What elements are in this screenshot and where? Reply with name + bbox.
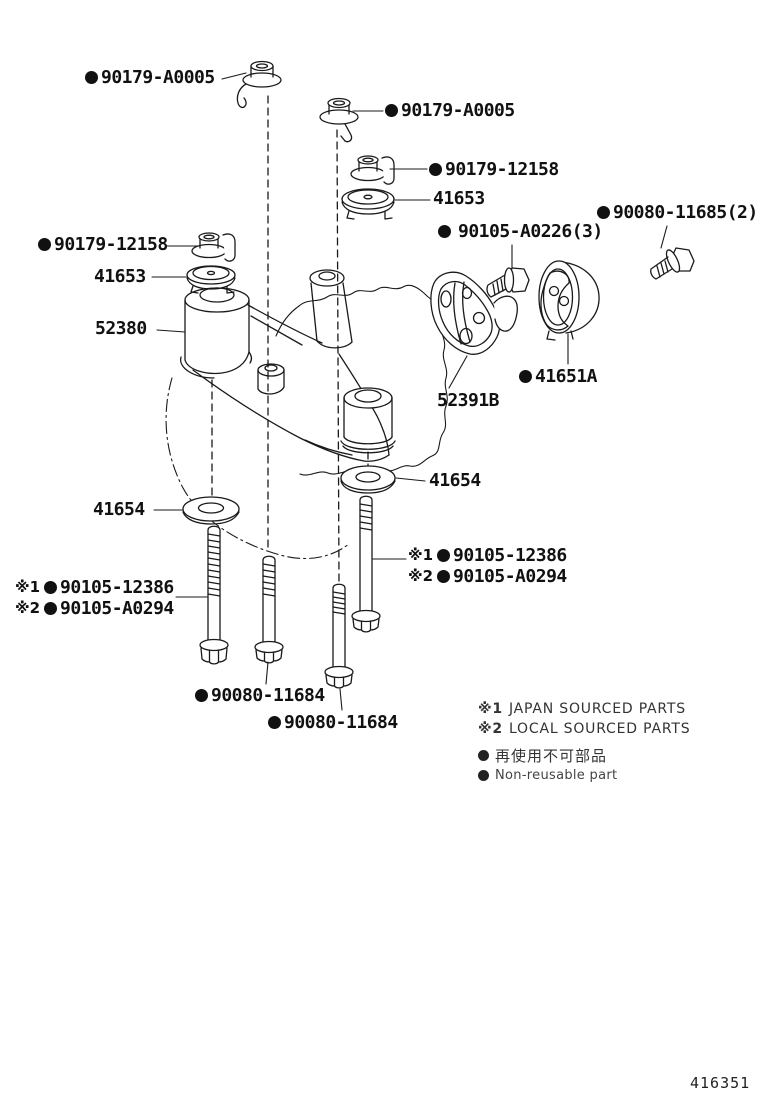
part-number: 90105-A0294 [60, 597, 174, 619]
figure-number: 416351 [690, 1074, 751, 1092]
legend-text: Non-reusable part [495, 767, 618, 783]
part-number: 90080-11685(2) [613, 201, 758, 223]
source-note-ref: ※2 [408, 567, 434, 585]
non-reusable-dot-icon [85, 70, 98, 84]
part-label-52380: 52380 [95, 317, 147, 339]
part-number: 90105-12386 [453, 544, 567, 566]
part-label-90080-11684-first: 90080-11684 [195, 684, 325, 706]
retainer-41653-right-drawing [341, 188, 395, 220]
part-number: 90105-12386 [60, 576, 174, 598]
non-reusable-dot-icon [195, 688, 208, 702]
part-label-90105-a0294-left: ※2 90105-A0294 [15, 597, 174, 619]
non-reusable-dot-icon [437, 548, 451, 562]
source-note-ref: ※1 [408, 546, 434, 564]
bolt-90105-a0226-drawing [486, 267, 530, 298]
part-label-90105-a0294-right: ※2 90105-A0294 [408, 565, 567, 587]
leader-lines [151, 72, 668, 711]
nut-90179-a0005-mid-drawing [319, 97, 359, 143]
part-number: 41654 [93, 498, 145, 520]
part-number: 41653 [433, 187, 485, 209]
legend-non-reusable-en: Non-reusable part [478, 765, 690, 785]
non-reusable-dot-icon [478, 769, 489, 781]
part-label-90105-12386-right: ※1 90105-12386 [408, 544, 567, 566]
nut-90179-a0005-top-drawing [236, 60, 282, 109]
part-number: 52391B [437, 389, 500, 411]
part-label-90179-a0005-mid: 90179-A0005 [385, 99, 515, 121]
part-label-90179-12158-left: 90179-12158 [38, 233, 168, 255]
part-label-90080-11685: 90080-11685(2) [597, 201, 758, 223]
dashed-alignment-lines [211, 95, 369, 583]
non-reusable-dot-icon [438, 224, 451, 238]
source-note-ref: ※2 [15, 599, 41, 617]
non-reusable-dot-icon [385, 103, 398, 117]
part-number: 41654 [429, 469, 481, 491]
legend-note-local-sourced: ※2 LOCAL SOURCED PARTS [478, 719, 690, 739]
part-number: 90179-12158 [54, 233, 168, 255]
ref-mark-2: ※2 [478, 721, 503, 737]
non-reusable-dot-icon [519, 369, 532, 383]
part-number: 90080-11684 [211, 684, 325, 706]
part-label-90105-a0226: 90105-A0226(3) [438, 220, 603, 242]
non-reusable-dot-icon [597, 205, 610, 219]
part-number: 90105-A0226(3) [458, 220, 603, 242]
part-label-52391b: 52391B [437, 389, 500, 411]
part-label-90179-12158-right: 90179-12158 [429, 158, 559, 180]
non-reusable-dot-icon [429, 162, 442, 176]
legend: ※1 JAPAN SOURCED PARTS ※2 LOCAL SOURCED … [478, 699, 690, 785]
non-reusable-dot-icon [268, 715, 281, 729]
part-number: 90179-A0005 [401, 99, 515, 121]
support-bracket-52380-drawing [180, 269, 390, 462]
bolt-90080-11685-drawing [650, 247, 695, 280]
part-label-90179-a0005-top: 90179-A0005 [85, 66, 215, 88]
nut-90179-12158-right-drawing [350, 155, 395, 185]
washer-41654-left-drawing [182, 496, 240, 525]
part-number: 90080-11684 [284, 711, 398, 733]
ref-mark-1: ※1 [478, 701, 503, 717]
legend-text: JAPAN SOURCED PARTS [508, 701, 686, 717]
part-number: 52380 [95, 317, 147, 339]
part-number: 90179-12158 [445, 158, 559, 180]
legend-text: LOCAL SOURCED PARTS [508, 721, 691, 737]
through-bolt-mid-left-drawing [254, 555, 284, 664]
source-note-ref: ※1 [15, 578, 41, 596]
non-reusable-dot-icon [437, 569, 451, 583]
part-label-41653-left: 41653 [94, 265, 146, 287]
non-reusable-dot-icon [478, 749, 489, 761]
center-bushing-drawing [340, 387, 396, 454]
nut-90179-12158-left-drawing [191, 232, 236, 262]
legend-note-japan-sourced: ※1 JAPAN SOURCED PARTS [478, 699, 690, 719]
through-bolt-left-drawing [199, 525, 229, 665]
through-bolt-right-drawing [351, 495, 381, 633]
part-number: 90105-A0294 [453, 565, 567, 587]
part-label-41654-right: 41654 [429, 469, 481, 491]
non-reusable-dot-icon [38, 237, 51, 251]
part-label-90080-11684-second: 90080-11684 [268, 711, 398, 733]
legend-text: 再使用不可部品 [495, 746, 608, 765]
retainer-41653-left-drawing [186, 265, 236, 294]
through-bolt-mid-right-drawing [324, 583, 354, 689]
non-reusable-dot-icon [44, 580, 58, 594]
part-number: 41651A [535, 365, 598, 387]
part-number: 41653 [94, 265, 146, 287]
part-label-41654-left: 41654 [93, 498, 145, 520]
washer-41654-right-drawing [340, 465, 396, 494]
part-number: 90179-A0005 [101, 66, 215, 88]
insulator-41651a-drawing [538, 260, 600, 341]
part-label-41651a: 41651A [519, 365, 598, 387]
part-label-90105-12386-left: ※1 90105-12386 [15, 576, 174, 598]
bracket-52391b-drawing [430, 271, 518, 355]
legend-non-reusable-jp: 再使用不可部品 [478, 745, 690, 765]
non-reusable-dot-icon [44, 601, 58, 615]
part-label-41653-right: 41653 [433, 187, 485, 209]
